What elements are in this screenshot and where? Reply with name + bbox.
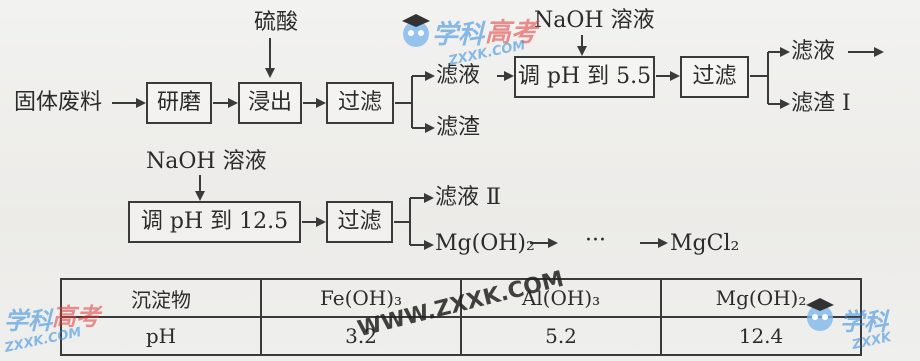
table-cell: pH <box>60 316 262 356</box>
filter-2-box: 过滤 <box>680 56 749 98</box>
ellipsis-label: ··· <box>585 228 606 253</box>
filter-3-box: 过滤 <box>326 201 393 243</box>
filtrate-II-label: 滤液 Ⅱ <box>435 185 501 210</box>
naoh-solution-2-label: NaOH 溶液 <box>146 149 267 174</box>
mgcl2-label: MgCl₂ <box>670 231 740 256</box>
table-row: pH 3.2 5.2 12.4 <box>60 316 862 356</box>
table-header-cell: Al(OH)₃ <box>460 278 662 318</box>
table-header-row: 沉淀物 Fe(OH)₃ Al(OH)₃ Mg(OH)₂ <box>60 278 862 318</box>
mascot-icon <box>402 14 430 47</box>
solid-waste-label: 固体废料 <box>14 90 103 115</box>
table-header-cell: Fe(OH)₃ <box>260 278 462 318</box>
table-header-cell: 沉淀物 <box>60 278 262 318</box>
filtrate-2-label: 滤液 <box>791 39 836 64</box>
grinding-box: 研磨 <box>146 82 212 124</box>
precipitate-ph-table: 沉淀物 Fe(OH)₃ Al(OH)₃ Mg(OH)₂ pH 3.2 5.2 1… <box>60 278 862 356</box>
table-cell: 5.2 <box>460 316 662 356</box>
adjust-ph-12-5-box: 调 pH 到 12.5 <box>128 201 301 243</box>
watermark-gaokao-2: 高考 <box>52 303 100 331</box>
watermark-gaokao-1: 高考 <box>485 18 538 48</box>
watermark-site-cn-1: 学科 <box>432 20 485 50</box>
residue-I-label: 滤渣 I <box>791 91 851 116</box>
filtrate-1-label: 滤液 <box>436 63 481 88</box>
filter-1-box: 过滤 <box>326 82 394 124</box>
naoh-solution-1-label: NaOH 溶液 <box>534 8 655 33</box>
sulfuric-acid-label: 硫酸 <box>254 10 299 35</box>
table-cell: 3.2 <box>260 316 462 356</box>
mascot-icon <box>806 298 834 331</box>
residue-1-label: 滤渣 <box>436 115 481 140</box>
adjust-ph-5-5-box: 调 pH 到 5.5 <box>514 56 655 98</box>
watermark-site-cn-3: 学科 <box>840 308 888 336</box>
table-header-cell: Mg(OH)₂ <box>660 278 862 318</box>
watermark-site-cn-2: 学科 <box>4 307 52 335</box>
leaching-box: 浸出 <box>238 82 302 124</box>
mg-hydroxide-label: Mg(OH)₂ <box>435 231 535 256</box>
